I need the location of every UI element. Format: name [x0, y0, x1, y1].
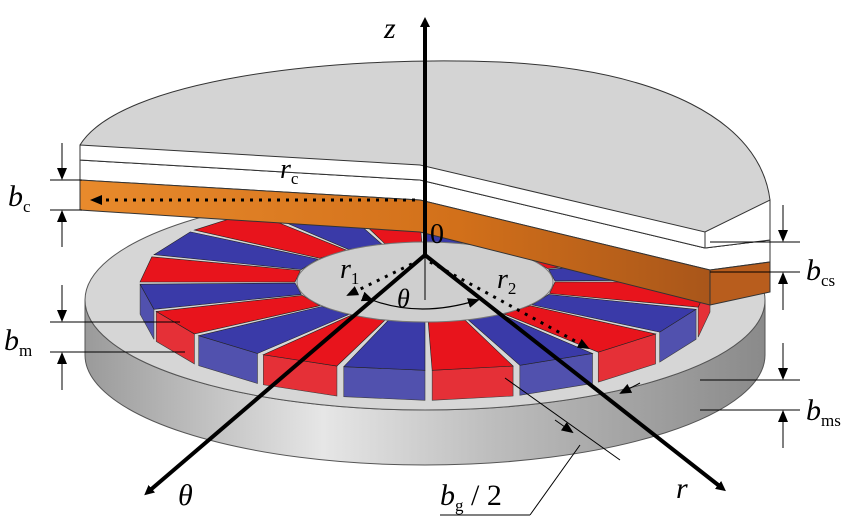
bcs-label: bcs	[806, 254, 835, 290]
bc-label: bc	[8, 180, 31, 216]
magnet-side-face	[343, 366, 426, 401]
r2-dotted-line	[429, 260, 590, 350]
bg-half-label: bg / 2	[440, 479, 502, 515]
magnet-segment	[139, 282, 302, 310]
theta-axis-label: θ	[178, 479, 193, 512]
magnet-side-face	[431, 365, 514, 401]
origin-label: 0	[430, 219, 444, 250]
rc-label: rc	[280, 154, 299, 188]
r2-label: r2	[497, 264, 516, 298]
theta-arc	[360, 291, 480, 310]
magnet-segment	[153, 231, 319, 270]
magnet-segment	[155, 295, 321, 335]
dimension-bg-half	[440, 377, 641, 516]
z-axis-label: z	[383, 12, 396, 45]
dimension-bcs	[710, 205, 800, 310]
r-axis-label: r	[676, 472, 688, 505]
magnet-segment	[139, 256, 301, 283]
dimension-bc	[50, 143, 82, 247]
magnet-segment	[531, 294, 697, 333]
magnet-segment	[197, 306, 350, 354]
dimension-bms	[700, 343, 800, 448]
r1-label: r1	[340, 254, 359, 288]
dimension-bm	[50, 285, 185, 390]
radius-markers	[90, 195, 590, 350]
bm-label: bm	[4, 324, 32, 360]
theta-angle-label: θ	[397, 284, 410, 313]
bms-label: bms	[806, 394, 841, 430]
